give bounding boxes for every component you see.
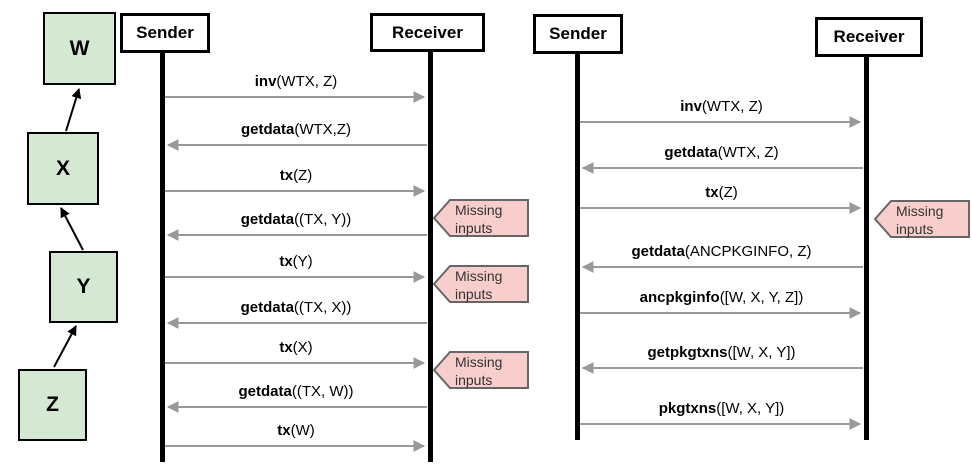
- chain-dependency-arrow: [60, 207, 84, 251]
- chain-dependency-arrow: [53, 325, 77, 368]
- missing-inputs-callout-shape: [432, 199, 529, 237]
- missing-inputs-callout-shape: [432, 265, 529, 303]
- chain-dependency-arrow: [65, 88, 82, 132]
- missing-inputs-callout-shape: [432, 351, 529, 389]
- missing-inputs-callout-shape: [873, 200, 970, 238]
